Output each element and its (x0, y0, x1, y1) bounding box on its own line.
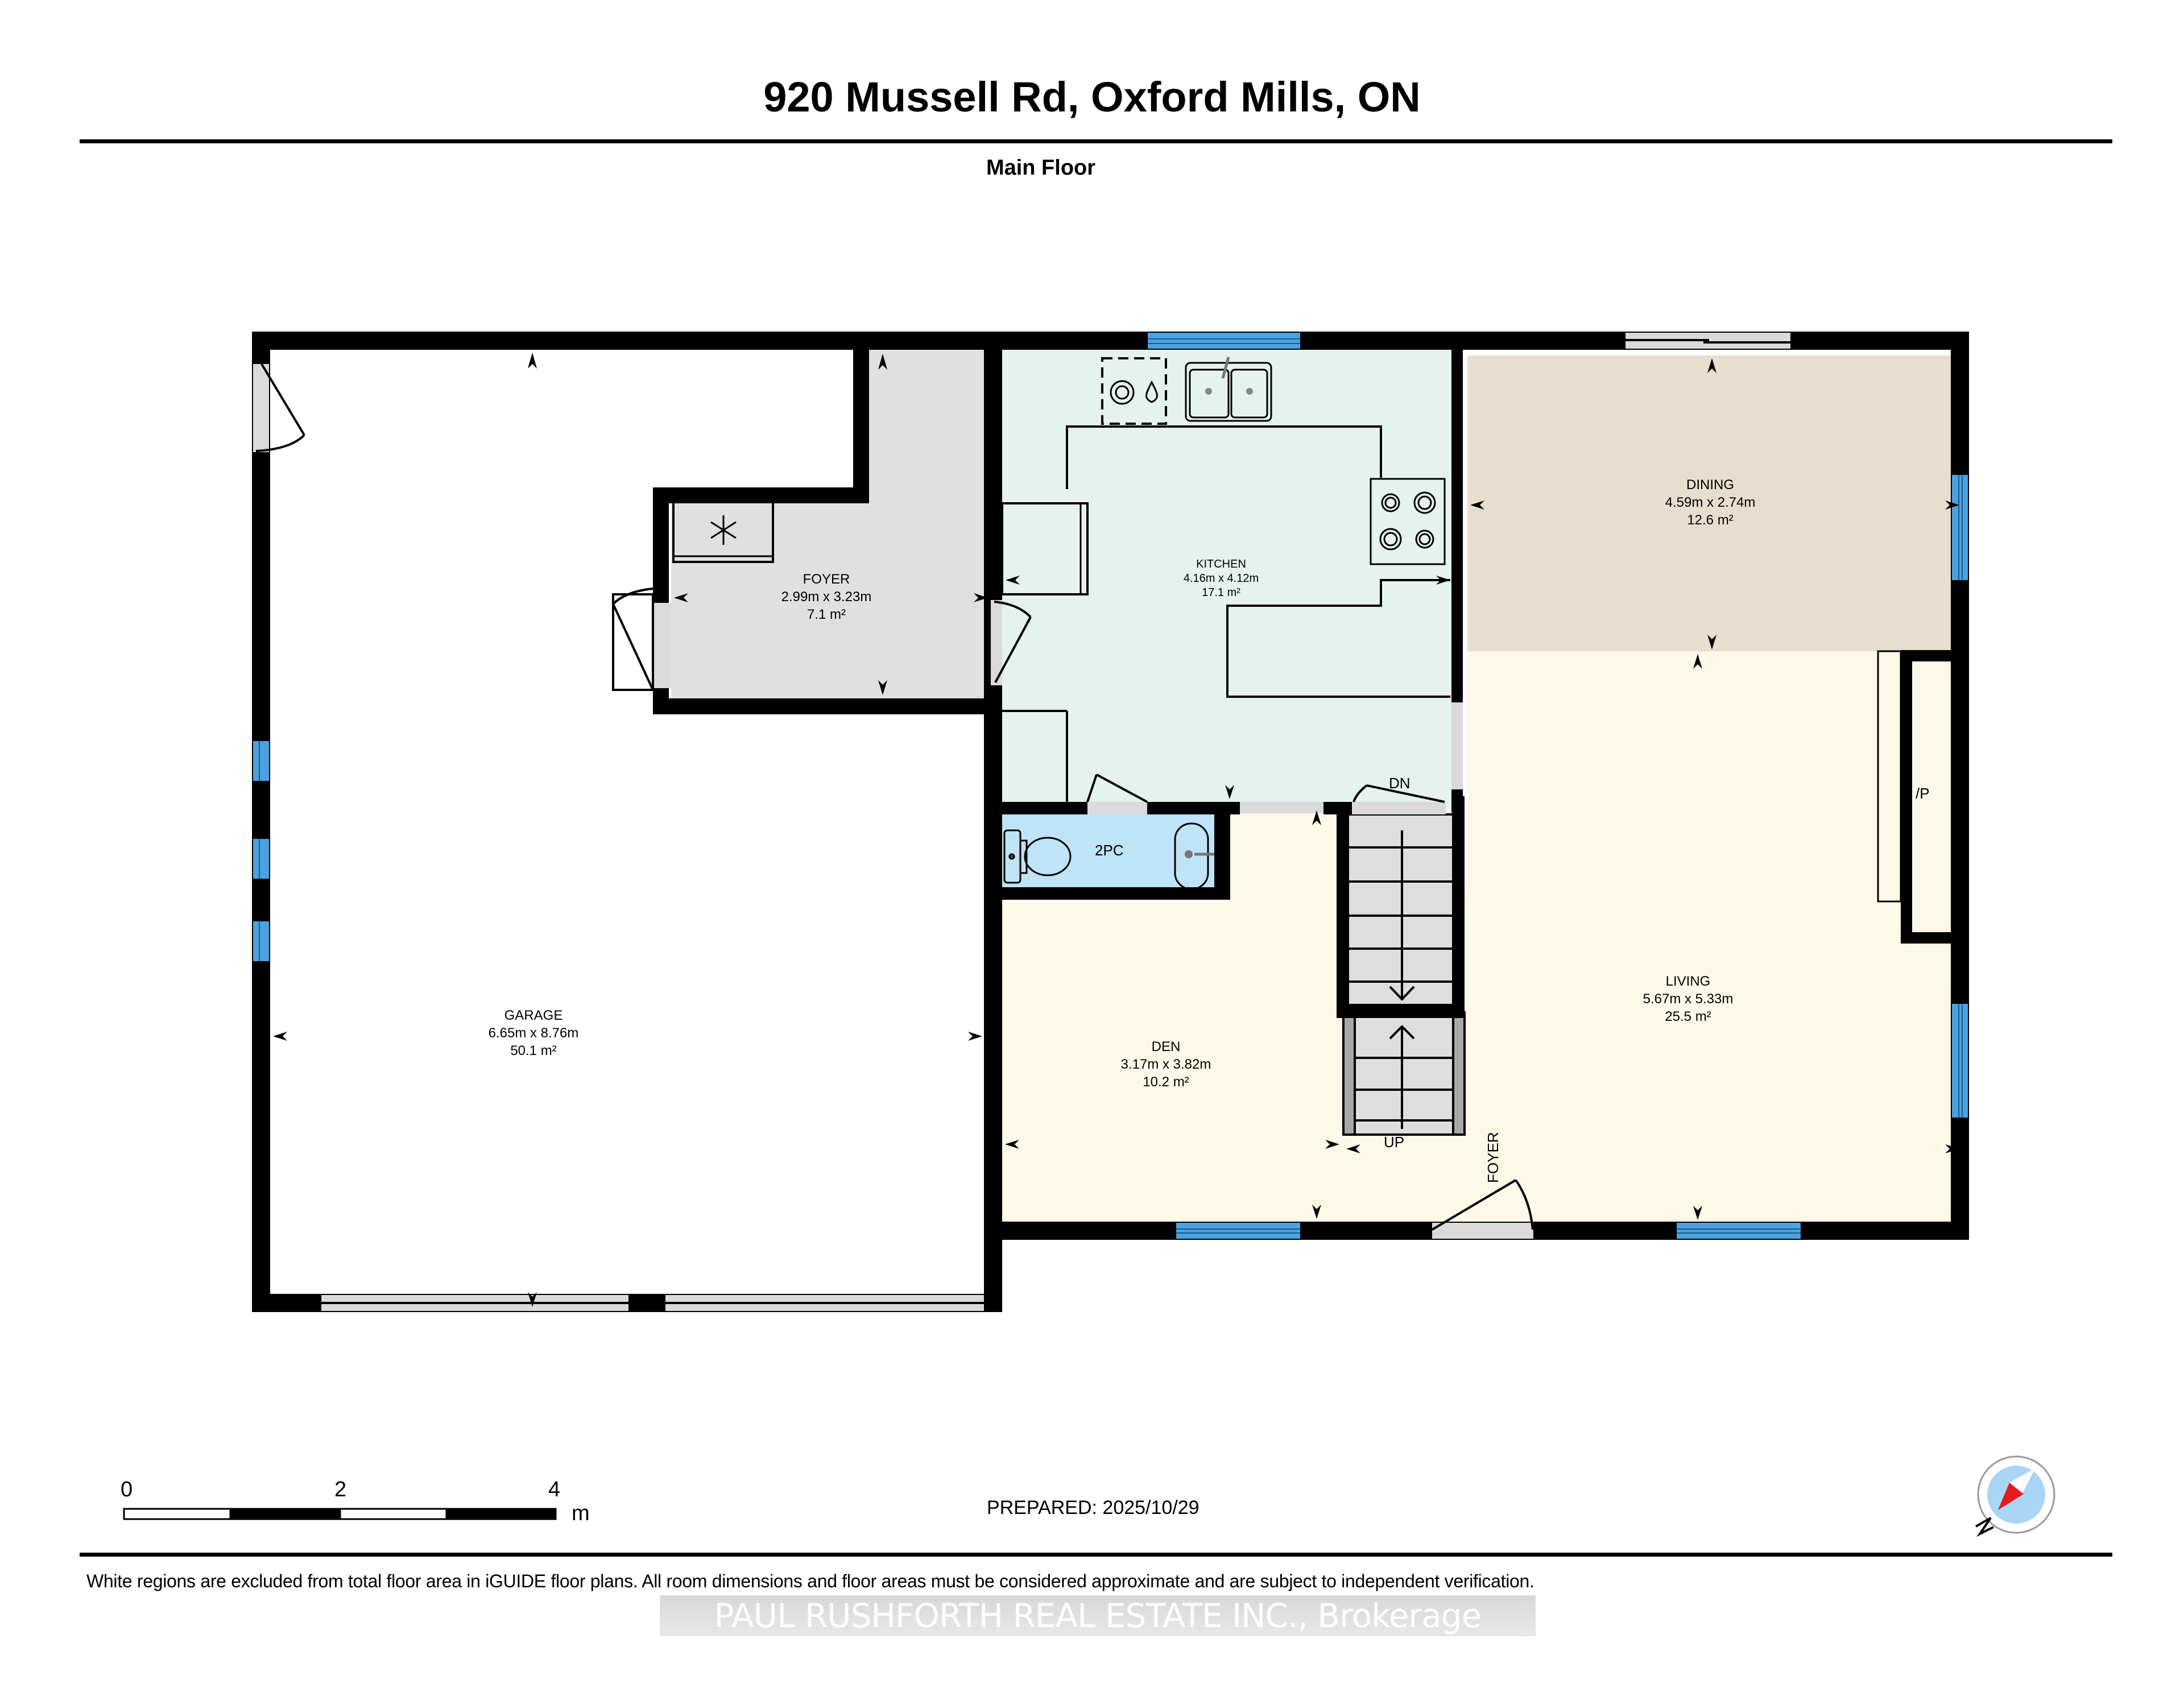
room-label-kitchen: KITCHEN 4.16m x 4.12m 17.1 m² (1184, 557, 1259, 600)
room-dimensions: 5.67m x 5.33m (1643, 991, 1734, 1007)
window-garage-2 (253, 839, 269, 879)
room-area: 10.2 m² (1143, 1074, 1189, 1090)
room-dimensions: 6.65m x 8.76m (488, 1025, 579, 1041)
window-dining-right (1952, 475, 1968, 580)
closet-label: /P (1916, 785, 1930, 802)
footer-divider (80, 1553, 2112, 1557)
stairs-up (1342, 1011, 1466, 1136)
room-dimensions: 4.16m x 4.12m (1183, 572, 1259, 585)
kitchen-sink (1185, 357, 1272, 422)
dishwasher (1101, 357, 1167, 425)
prepared-date: PREPARED: 2025/10/29 (987, 1497, 1199, 1519)
window-living-bottom (1677, 1223, 1801, 1239)
page-title: 920 Mussell Rd, Oxford Mills, ON (763, 73, 1421, 121)
scale-tick-0: 0 (121, 1478, 133, 1501)
room-label-den: DEN 3.17m x 3.82m 10.2 m² (1121, 1038, 1211, 1091)
scale-bar (123, 1508, 557, 1520)
window-living-right (1952, 1004, 1968, 1118)
header-divider (80, 139, 2112, 143)
room-name: LIVING (1665, 974, 1711, 989)
dimension-markers (273, 353, 1959, 1307)
foyer-floor (671, 350, 990, 700)
stove (1370, 478, 1446, 565)
room-label-dining: DINING 4.59m x 2.74m 12.6 m² (1665, 476, 1756, 529)
room-name: KITCHEN (1196, 558, 1246, 570)
floor-label: Main Floor (986, 156, 1096, 180)
toilet (1003, 829, 1072, 884)
room-label-bath: 2PC (1095, 842, 1124, 859)
window-den-bottom (1176, 1223, 1300, 1239)
window-garage-1 (253, 741, 269, 781)
room-name: GARAGE (504, 1008, 563, 1023)
room-area: 12.6 m² (1687, 512, 1734, 528)
window-garage-3 (253, 921, 269, 961)
fridge (1001, 502, 1089, 595)
brokerage-watermark: PAUL RUSHFORTH REAL ESTATE INC., Brokera… (660, 1595, 1536, 1636)
disclaimer-text: White regions are excluded from total fl… (86, 1571, 1534, 1591)
room-name: FOYER (803, 572, 850, 587)
doors (253, 333, 1790, 1312)
room-label-garage: GARAGE 6.65m x 8.76m 50.1 m² (489, 1007, 579, 1060)
scale-tick-2: 2 (334, 1478, 347, 1501)
room-dimensions: 2.99m x 3.23m (781, 589, 872, 605)
dining-floor (1467, 355, 1962, 651)
room-dimensions: 3.17m x 3.82m (1120, 1057, 1211, 1072)
room-area: 17.1 m² (1202, 586, 1240, 599)
room-area: 25.5 m² (1665, 1009, 1711, 1024)
snowflake-icon (710, 515, 737, 545)
room-area: 7.1 m² (806, 607, 846, 622)
room-dimensions: 4.59m x 2.74m (1665, 495, 1756, 510)
entry-foyer-label: FOYER (1484, 1132, 1502, 1183)
room-area: 50.1 m² (510, 1043, 557, 1058)
room-name: DEN (1151, 1039, 1181, 1054)
room-label-foyer: FOYER 2.99m x 3.23m 7.1 m² (781, 570, 872, 623)
stairs-down-label: DN (1389, 775, 1410, 792)
room-label-living: LIVING 5.67m x 5.33m 25.5 m² (1643, 973, 1734, 1025)
stairs-down (1347, 813, 1454, 1013)
stairs-up-label: UP (1384, 1133, 1405, 1151)
kitchen-counters (1002, 425, 1450, 808)
closet-shelf (1877, 650, 1902, 903)
room-name: DINING (1686, 477, 1734, 493)
window-kitchen-top (1148, 333, 1300, 349)
scale-tick-4: 4 (548, 1478, 561, 1501)
scale-unit: m (572, 1501, 590, 1525)
compass-icon (1975, 1455, 2055, 1537)
windows (253, 333, 1968, 1239)
